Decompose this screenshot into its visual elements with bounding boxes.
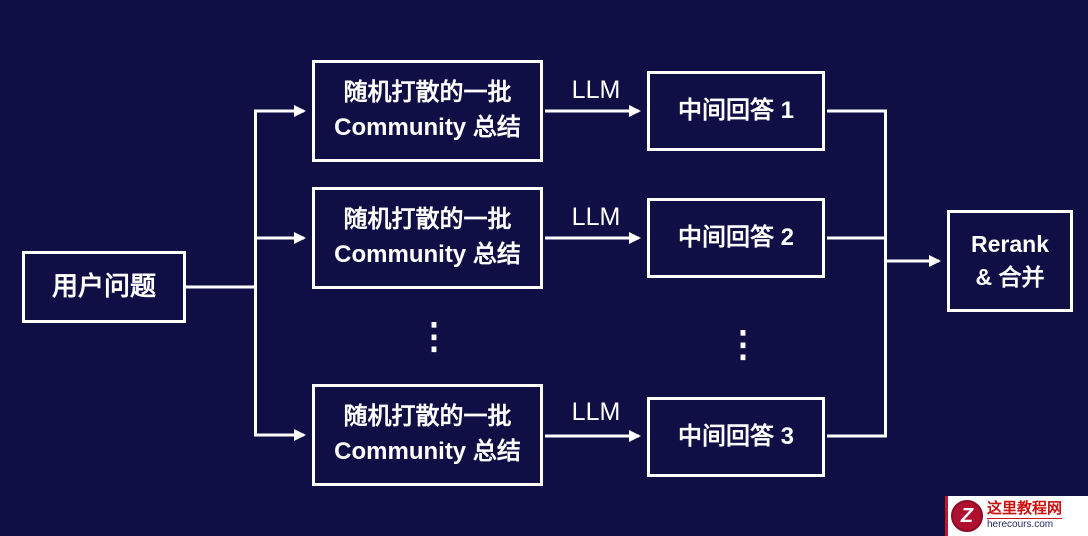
ellipsis-left: ⋮ — [416, 315, 452, 356]
llm-label-2: LLM — [571, 203, 621, 231]
watermark-text: 这里教程网 herecours.com — [987, 500, 1063, 531]
ellipsis-right: ⋮ — [725, 323, 761, 364]
watermark-site-url: herecours.com — [987, 517, 1063, 531]
watermark: Z 这里教程网 herecours.com — [945, 496, 1088, 536]
community-node-2: 随机打散的一批 Community 总结 — [312, 187, 543, 289]
user-question-node: 用户问题 — [22, 251, 186, 323]
community-node-3: 随机打散的一批 Community 总结 — [312, 384, 543, 486]
answer-node-3: 中间回答 3 — [647, 397, 825, 477]
community-3-line1: 随机打散的一批 — [343, 403, 512, 431]
answer-node-2: 中间回答 2 — [647, 198, 825, 278]
answer-3-label: 中间回答 3 — [677, 422, 794, 450]
rerank-line2: & 合并 — [975, 264, 1045, 290]
answer-1-label: 中间回答 1 — [677, 96, 794, 124]
edges — [186, 105, 941, 442]
answer-2-label: 中间回答 2 — [677, 223, 794, 251]
llm-label-1: LLM — [571, 76, 621, 104]
rerank-line1: Rerank — [971, 230, 1049, 257]
rerank-node: Rerank & 合并 — [947, 210, 1073, 312]
community-node-1: 随机打散的一批 Community 总结 — [312, 60, 543, 162]
community-1-line2: Community 总结 — [334, 114, 521, 141]
watermark-logo-icon: Z — [951, 500, 983, 532]
llm-label-3: LLM — [571, 398, 621, 426]
community-1-line1: 随机打散的一批 — [343, 79, 512, 107]
community-2-line1: 随机打散的一批 — [343, 206, 512, 234]
answer-node-1: 中间回答 1 — [647, 71, 825, 151]
community-3-line2: Community 总结 — [334, 438, 521, 465]
user-question-label: 用户问题 — [51, 271, 156, 302]
watermark-site-name: 这里教程网 — [987, 500, 1063, 518]
community-2-line2: Community 总结 — [334, 241, 521, 268]
